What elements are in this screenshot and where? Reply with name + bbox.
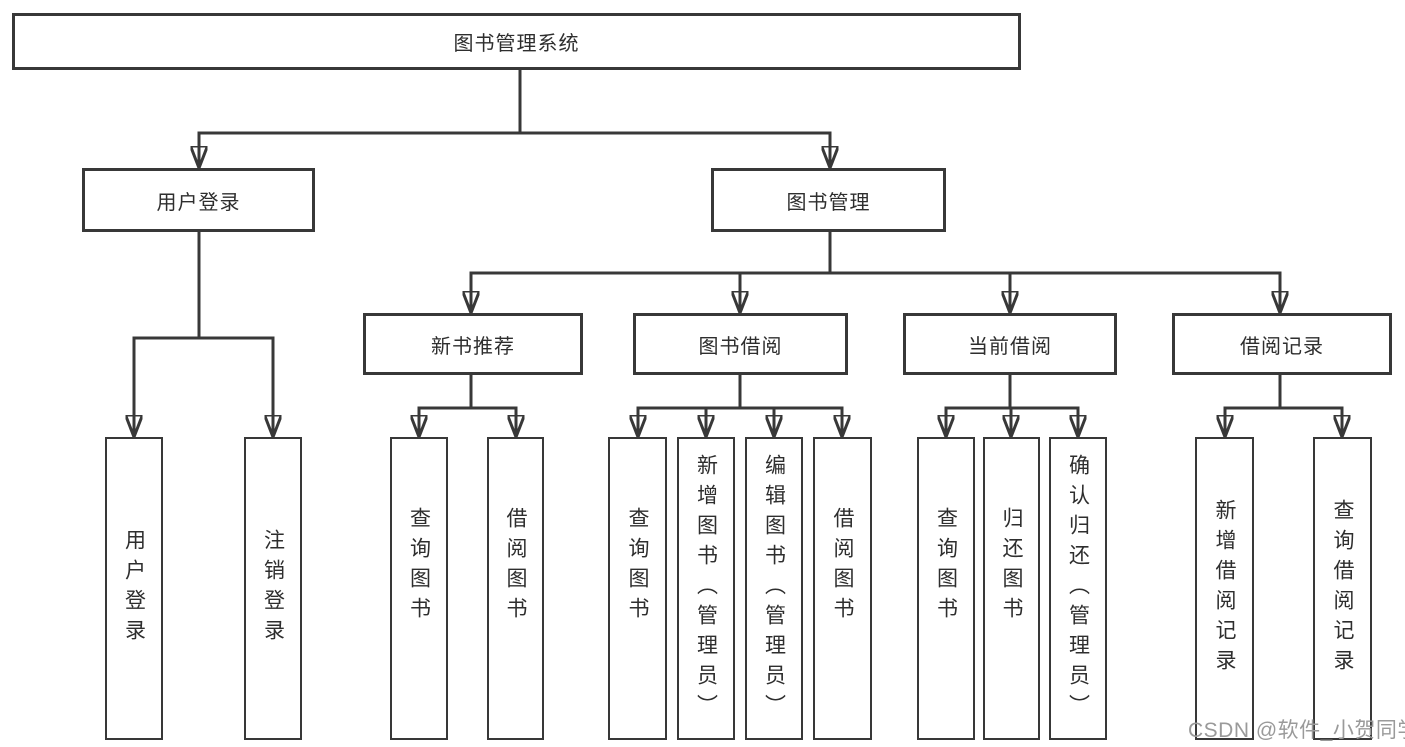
leaf-label: 注销登录	[261, 528, 285, 649]
connector-borrow-to-leaves	[638, 373, 842, 439]
node-root-library-system: 图书管理系统	[12, 13, 1021, 70]
leaf-label: 新增图书（管理员）	[694, 453, 718, 724]
node-book-management: 图书管理	[711, 168, 946, 232]
leaf-label: 查询图书	[934, 506, 958, 627]
node-label: 借阅记录	[1240, 335, 1324, 358]
leaf-user-login: 用户登录	[105, 437, 163, 740]
connector-userlogin-to-leaves	[134, 230, 273, 439]
leaf-current-query-books: 查询图书	[917, 437, 975, 740]
node-label: 图书管理	[786, 191, 871, 214]
leaf-recommend-query-books: 查询图书	[390, 437, 448, 740]
leaf-current-confirm-return-admin: 确认归还（管理员）	[1049, 437, 1107, 740]
leaf-current-return-books: 归还图书	[983, 437, 1040, 740]
leaf-label: 新增借阅记录	[1213, 498, 1236, 679]
leaf-label: 查询借阅记录	[1331, 498, 1354, 679]
connector-current-to-leaves	[946, 373, 1078, 439]
node-label: 用户登录	[156, 191, 241, 214]
node-label: 当前借阅	[968, 335, 1052, 358]
leaf-borrow-borrow-books: 借阅图书	[813, 437, 872, 740]
node-label: 图书借阅	[698, 335, 783, 358]
node-user-login: 用户登录	[82, 168, 315, 232]
leaf-label: 编辑图书（管理员）	[762, 453, 786, 724]
connector-root-to-level1	[199, 68, 830, 170]
leaf-borrow-edit-books-admin: 编辑图书（管理员）	[745, 437, 803, 740]
node-current-borrow: 当前借阅	[903, 313, 1117, 375]
leaf-borrow-query-books: 查询图书	[608, 437, 667, 740]
node-borrow-records: 借阅记录	[1172, 313, 1392, 375]
leaf-records-add-record: 新增借阅记录	[1195, 437, 1254, 740]
leaf-records-query-record: 查询借阅记录	[1313, 437, 1372, 740]
leaf-label: 借阅图书	[504, 506, 527, 627]
node-book-borrow: 图书借阅	[633, 313, 848, 375]
leaf-label: 借阅图书	[831, 506, 854, 627]
leaf-label: 查询图书	[407, 506, 431, 627]
leaf-recommend-borrow-books: 借阅图书	[487, 437, 544, 740]
leaf-label: 查询图书	[626, 506, 649, 627]
node-new-book-recommend: 新书推荐	[363, 313, 583, 375]
leaf-borrow-add-books-admin: 新增图书（管理员）	[677, 437, 735, 740]
connector-recommend-to-leaves	[419, 373, 516, 439]
leaf-label: 用户登录	[122, 528, 146, 649]
node-label: 新书推荐	[431, 335, 515, 358]
csdn-watermark: CSDN @软件_小贺同学	[1188, 719, 1405, 742]
connector-records-to-leaves	[1225, 373, 1342, 439]
node-label: 图书管理系统	[453, 33, 580, 55]
leaf-label: 确认归还（管理员）	[1066, 453, 1090, 724]
leaf-label: 归还图书	[1000, 506, 1023, 627]
connector-bookmanagement-to-level2	[471, 230, 1280, 315]
leaf-logout: 注销登录	[244, 437, 302, 740]
